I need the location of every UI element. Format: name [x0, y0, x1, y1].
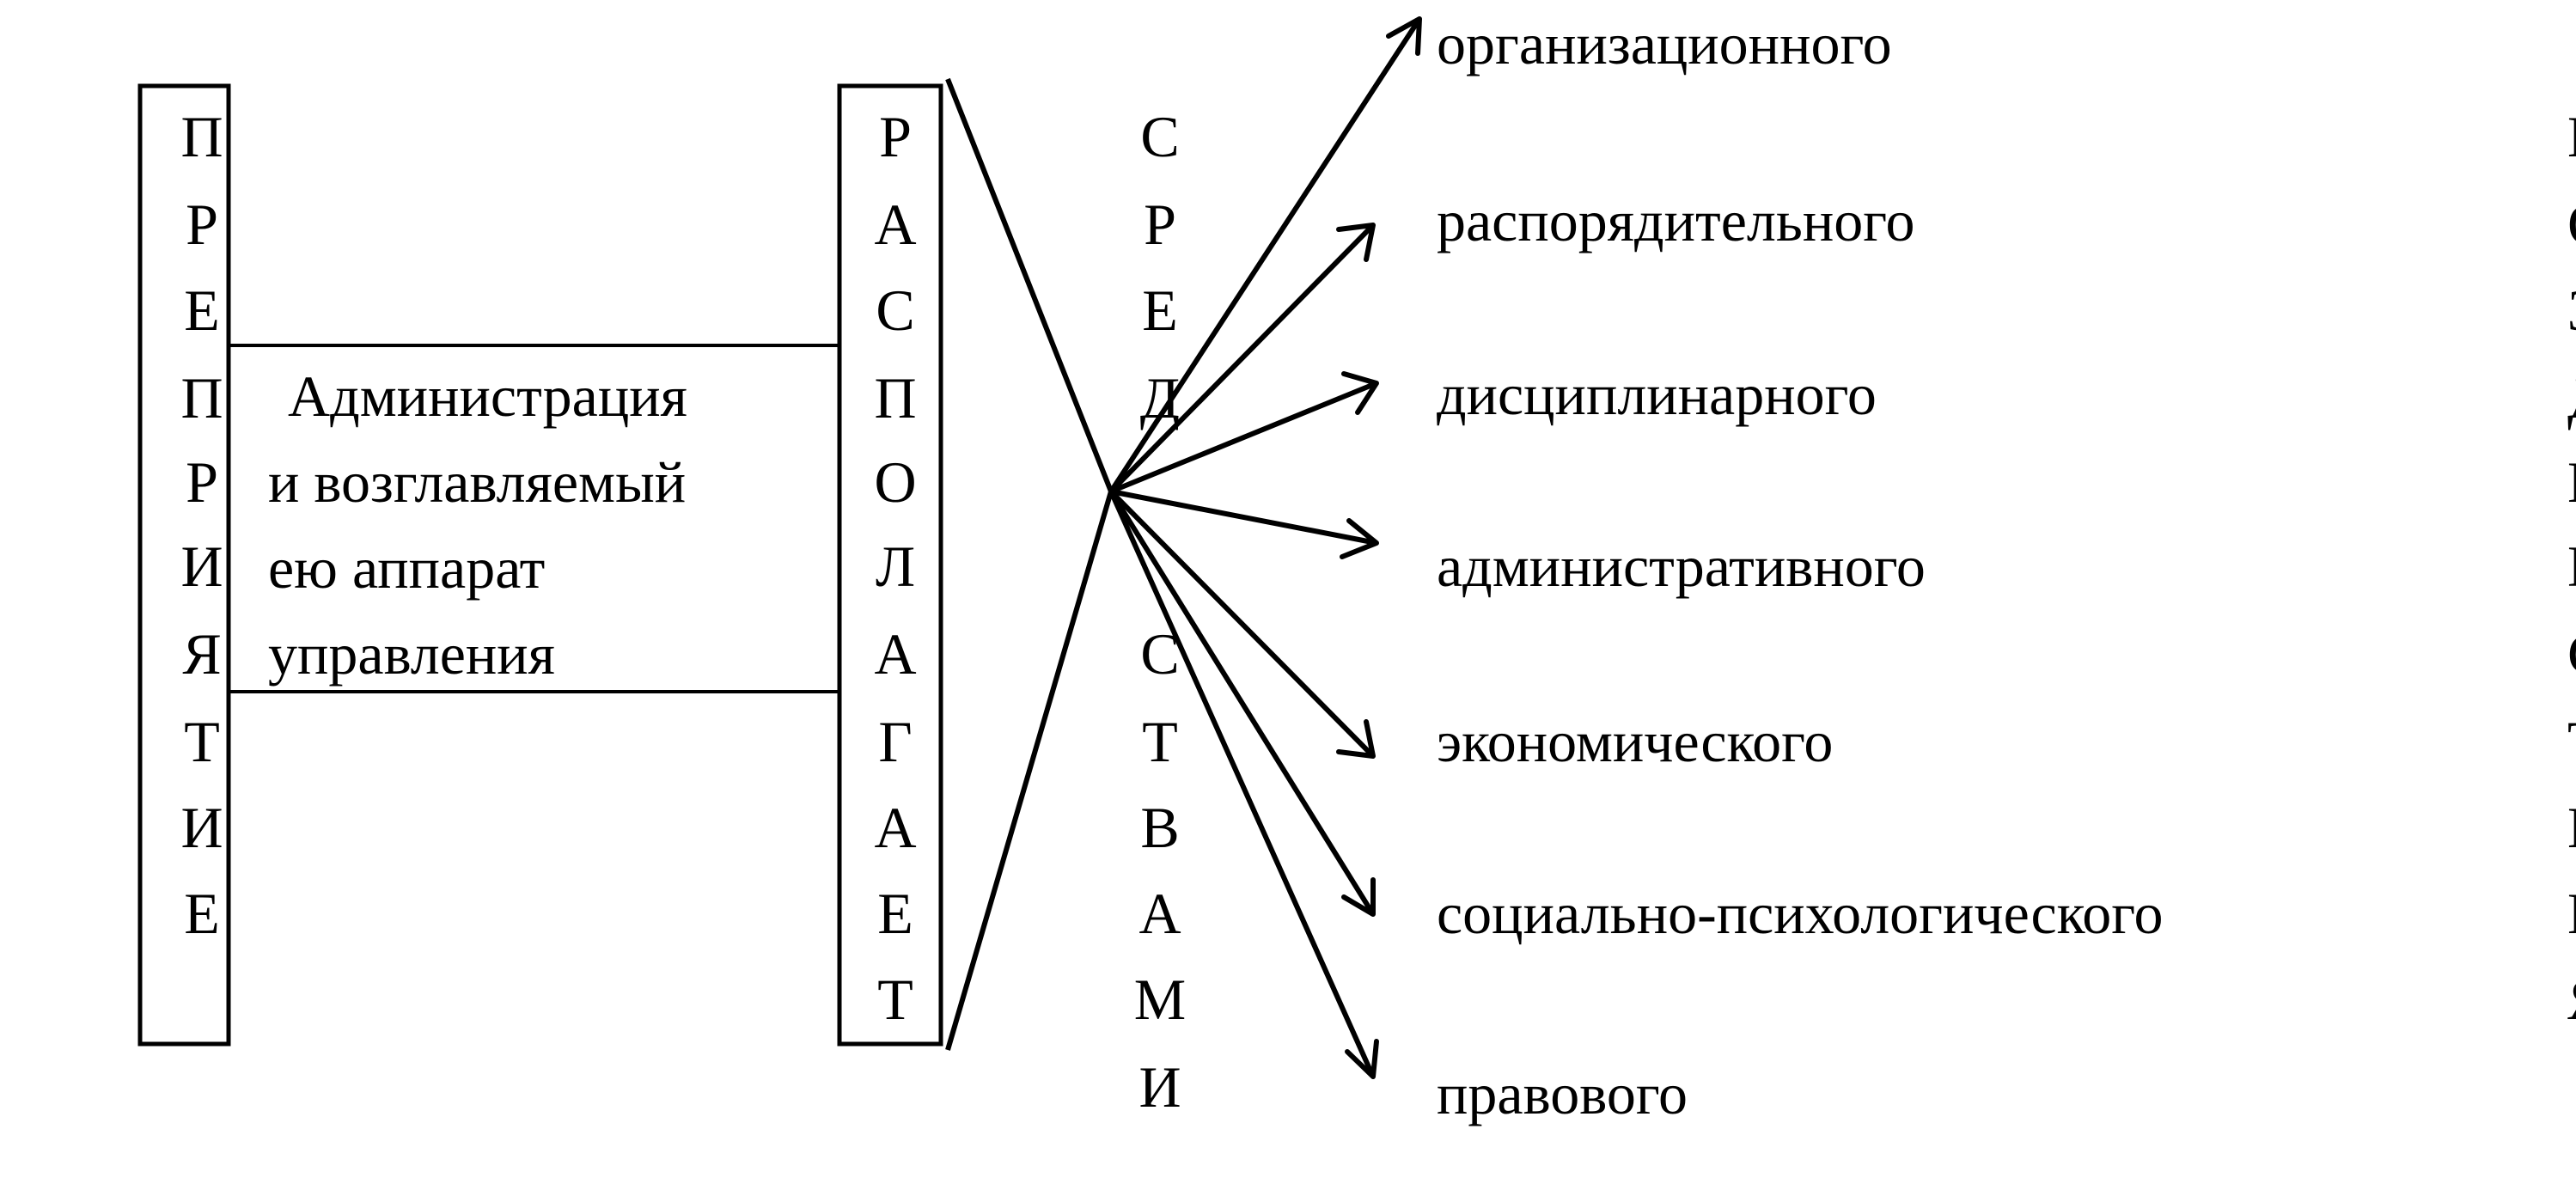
means-letter: И [1138, 1054, 1181, 1120]
influence-label-administrative-order: распорядительного [1437, 188, 1914, 253]
arrow-economic [1108, 489, 1376, 759]
arrow-administrative [1110, 489, 1377, 546]
enterprise-letter: И [180, 534, 223, 599]
means-letter: Т [1142, 709, 1178, 774]
means-letter: А [1138, 881, 1181, 946]
impact-letters: В О З Д Е Й С Т В И Я [2567, 104, 2576, 1032]
disposes-letter: С [876, 278, 914, 343]
bracket-line-top [945, 77, 1114, 493]
bracket-line-bottom [945, 491, 1114, 1051]
means-letters: С Р Е Д С Т В А М И [1134, 104, 1186, 1120]
enterprise-letter: Р [186, 192, 218, 257]
influence-label-organizational: организационного [1437, 11, 1892, 76]
arrowhead-disciplinary [1341, 371, 1379, 415]
disposes-letters: Р А С П О Л А Г А Е Т [874, 104, 916, 1032]
influence-label-economic: экономического [1437, 709, 1833, 774]
impact-letter: В [2567, 795, 2576, 860]
influence-labels: организационного распорядительного дисци… [1437, 11, 2163, 1126]
impact-letter: Т [2567, 709, 2576, 774]
arrow-disciplinary [1109, 381, 1378, 494]
impact-letter: В [2567, 104, 2576, 169]
impact-letter: И [2567, 881, 2576, 946]
impact-letter: О [2567, 192, 2576, 257]
disposes-letter: А [874, 795, 916, 860]
arrowhead-organizational [1386, 16, 1422, 56]
impact-letter: З [2567, 278, 2576, 343]
arrow-organizational [1108, 17, 1422, 493]
influence-label-disciplinary: дисциплинарного [1437, 362, 1877, 427]
arrowhead-administrative [1340, 518, 1379, 559]
enterprise-box [137, 83, 231, 1047]
enterprise-letter: Я [182, 621, 221, 687]
admin-line: Администрация [288, 363, 687, 429]
enterprise-letter: П [180, 104, 223, 169]
enterprise-letter: И [180, 795, 223, 860]
enterprise-letter: Е [184, 881, 220, 946]
impact-letter: Я [2567, 967, 2576, 1032]
arrowhead-legal [1345, 1039, 1379, 1079]
disposes-letter: А [874, 192, 916, 257]
influence-label-socio-psychological: социально-психологического [1437, 881, 2163, 946]
admin-line: управления [268, 621, 555, 687]
arrowhead-administrative-order [1336, 223, 1376, 262]
means-letter: М [1134, 967, 1186, 1032]
disposes-letter: Р [879, 104, 912, 169]
influence-arrows [1108, 16, 1422, 1079]
means-letter: С [1140, 104, 1179, 169]
arrow-socio-psychological [1108, 490, 1376, 916]
admin-text: Администрация и возглавляемый ею аппарат… [268, 363, 687, 687]
impact-letter: Д [2567, 365, 2576, 430]
arrow-legal [1108, 490, 1376, 1078]
disposes-letter: Е [877, 881, 913, 946]
means-letter: Р [1144, 192, 1176, 257]
disposes-letter: Г [878, 709, 912, 774]
disposes-letter: Т [877, 967, 913, 1032]
arrowhead-economic [1336, 719, 1376, 759]
influence-label-legal: правового [1437, 1061, 1688, 1126]
influence-label-administrative: административного [1437, 534, 1926, 599]
disposes-letter: А [874, 621, 916, 687]
impact-letter: Е [2567, 449, 2576, 515]
admin-line: ею аппарат [268, 535, 545, 601]
enterprise-letter: Е [184, 278, 220, 343]
impact-letter: Й [2567, 534, 2576, 599]
means-letter: Е [1142, 278, 1178, 343]
arrow-administrative-order [1108, 223, 1376, 494]
arrowhead-socio-psychological [1341, 877, 1376, 917]
disposes-letter: О [874, 449, 916, 515]
disposes-letter: П [874, 365, 916, 430]
enterprise-letter: Р [186, 449, 218, 515]
admin-line: и возглавляемый [268, 449, 686, 515]
enterprise-letter: П [180, 365, 223, 430]
enterprise-letter: Т [184, 709, 220, 774]
impact-letter: С [2567, 621, 2576, 687]
means-letter: В [1140, 795, 1179, 860]
disposes-box [837, 83, 943, 1047]
enterprise-letters: П Р Е П Р И Я Т И Е [180, 104, 223, 946]
disposes-letter: Л [876, 534, 915, 599]
